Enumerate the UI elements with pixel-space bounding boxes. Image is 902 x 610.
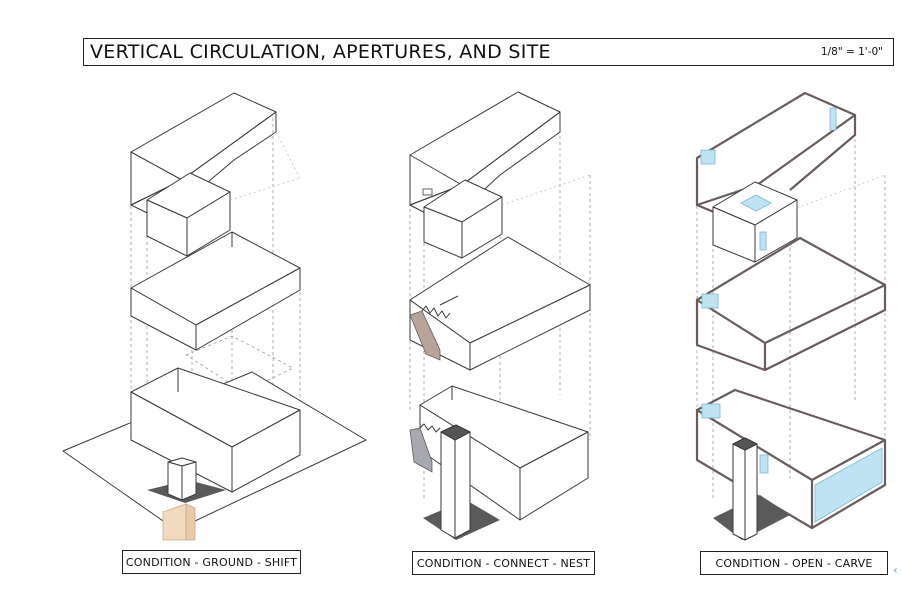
diagram-ground-shift xyxy=(62,92,367,541)
caption-ground-shift: CONDITION - GROUND - SHIFT xyxy=(122,550,301,574)
title-box: VERTICAL CIRCULATION, APERTURES, AND SIT… xyxy=(83,38,894,66)
scale-label: 1/8" = 1'-0" xyxy=(820,46,883,58)
diagram-connect-nest xyxy=(409,91,591,540)
page-title: VERTICAL CIRCULATION, APERTURES, AND SIT… xyxy=(90,41,551,63)
caption-connect-nest: CONDITION - CONNECT - NEST xyxy=(412,551,595,575)
diagram-open-carve xyxy=(695,91,887,541)
chevron-left-icon[interactable]: ‹ xyxy=(893,563,898,577)
caption-open-carve: CONDITION - OPEN - CARVE xyxy=(700,551,888,575)
